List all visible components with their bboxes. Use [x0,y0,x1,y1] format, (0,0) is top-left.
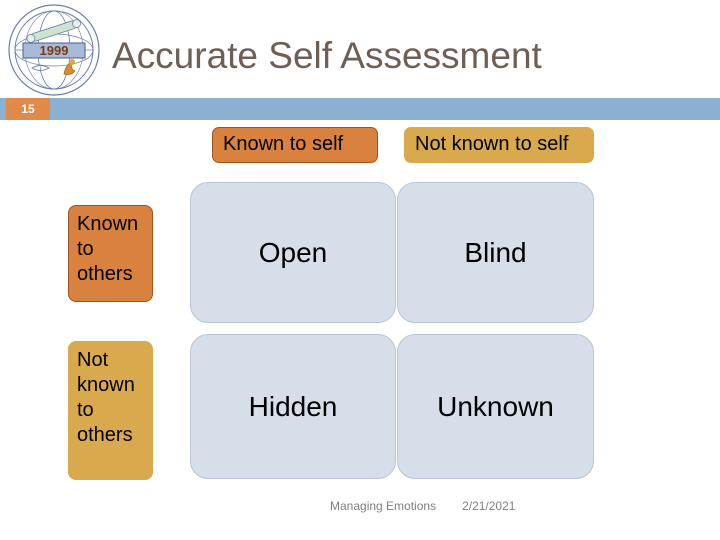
svg-text:1999: 1999 [40,43,69,58]
row-header-not-known-to-others: Not known to others [68,341,153,480]
column-header-known-to-self: Known to self [212,127,378,163]
footer-date: 2/21/2021 [462,499,516,513]
quadrant-hidden: Hidden [190,334,396,479]
footer-topic: Managing Emotions [330,499,437,513]
column-header-not-known-to-self: Not known to self [404,127,594,163]
slide-footer: Managing Emotions 2/21/2021 [330,499,630,513]
row-header-known-to-others: Known to others [68,205,153,302]
institute-seal-logo: 1999 [6,2,102,98]
page-number-badge: 15 [6,98,50,120]
quadrant-open: Open [190,182,396,323]
quadrant-blind: Blind [397,182,594,323]
page-title: Accurate Self Assessment [112,35,542,76]
quadrant-unknown: Unknown [397,334,594,479]
header-divider-bar [0,98,720,120]
